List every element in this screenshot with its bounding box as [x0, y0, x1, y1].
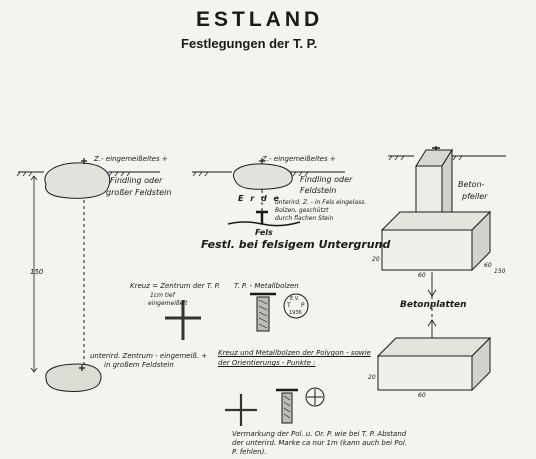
middle-surface-cross-mark	[259, 158, 265, 164]
metal-bolt-side-view	[250, 292, 276, 332]
middle-boulder-label-2: Feldstein	[300, 186, 337, 195]
page-title: ESTLAND	[196, 8, 324, 31]
cross-label-1: Kreuz = Zentrum der T. P.	[130, 282, 221, 290]
dim-bottom-height: 20	[368, 374, 376, 381]
left-mark-label: Z.- eingemeißeltes +	[94, 155, 168, 163]
middle-earth-label: E r d e	[238, 194, 281, 203]
polygon-cross-mark	[225, 394, 257, 426]
slab-arrow-upper	[427, 272, 437, 297]
middle-bolt-note-3: durch flachen Stein	[275, 215, 334, 222]
polygon-note-2: der unterird. Marke ca nur 1m (kann auch…	[232, 439, 408, 447]
middle-rock-bolt	[256, 210, 268, 224]
left-surface-cross-mark	[81, 158, 87, 164]
stone-cross-mark	[165, 300, 201, 340]
left-under-cross-mark	[79, 365, 85, 371]
bolt-letter-t: T	[287, 302, 291, 309]
slab-label: Betonplatten	[400, 300, 467, 310]
polygon-bolt-side-view	[276, 388, 298, 424]
bolt-letter-year: 1936	[289, 310, 302, 316]
middle-ground-line	[192, 171, 345, 177]
pillar-label-1: Beton-	[458, 180, 485, 189]
dim-bottom-width: 60	[418, 392, 426, 399]
polygon-note-1: Vermarkung der Pol. u. Or. P. wie bei T.…	[232, 430, 407, 438]
middle-rock-label: Fels	[255, 228, 273, 237]
left-under-label-1: unterird. Zentrum - eingemeiß. +	[90, 352, 208, 360]
slab-arrow-lower	[427, 319, 437, 340]
metal-bolt-top-view	[283, 293, 309, 319]
polygon-bolt-top-view	[305, 387, 325, 407]
upper-concrete-slab	[380, 210, 492, 272]
polygon-heading-1: Kreuz und Metallbolzen der Polygon - sow…	[218, 349, 371, 357]
middle-surface-boulder	[232, 163, 293, 190]
left-depth-label: 150	[30, 268, 44, 276]
middle-bolt-note-1: unterird. Z. - in Fels eingelass.	[275, 199, 367, 206]
dim-top-width: 60	[418, 272, 426, 279]
polygon-heading-2: der Orientierungs - Punkte :	[218, 359, 316, 367]
middle-caption: Festl. bei felsigem Untergrund	[201, 238, 391, 251]
cross-label-2: 1cm tief	[150, 292, 175, 299]
page-subtitle: Festlegungen der T. P.	[181, 36, 318, 51]
bolt-label: T. P. - Metallbolzen	[234, 282, 299, 290]
left-boulder-label-1: Findling oder	[110, 176, 163, 185]
bolt-letter-p: P	[301, 302, 305, 309]
bolt-letter-ev: E.V.	[290, 296, 300, 302]
left-surface-boulder	[44, 162, 111, 199]
middle-bolt-note-2: Bolzen, geschützt	[275, 207, 329, 214]
polygon-note-3: P. fehlen).	[232, 448, 267, 456]
left-ground-line	[16, 171, 160, 177]
pillar-label-2: pfeiler	[462, 192, 488, 201]
lower-concrete-slab	[376, 336, 492, 392]
middle-mark-label: Z.- eingemeißeltes +	[262, 155, 336, 163]
left-boulder-label-2: großer Feldstein	[106, 188, 172, 197]
dim-top-depth: 60	[484, 262, 492, 269]
left-under-boulder	[45, 363, 102, 392]
middle-boulder-label-1: Findling oder	[300, 175, 353, 184]
dim-top-height: 20	[372, 256, 380, 263]
middle-rock-line	[227, 221, 301, 227]
dim-depth: 150	[494, 268, 506, 275]
left-under-label-2: in großem Feldstein	[104, 361, 174, 369]
cross-label-3: eingemeißelt	[148, 300, 188, 307]
